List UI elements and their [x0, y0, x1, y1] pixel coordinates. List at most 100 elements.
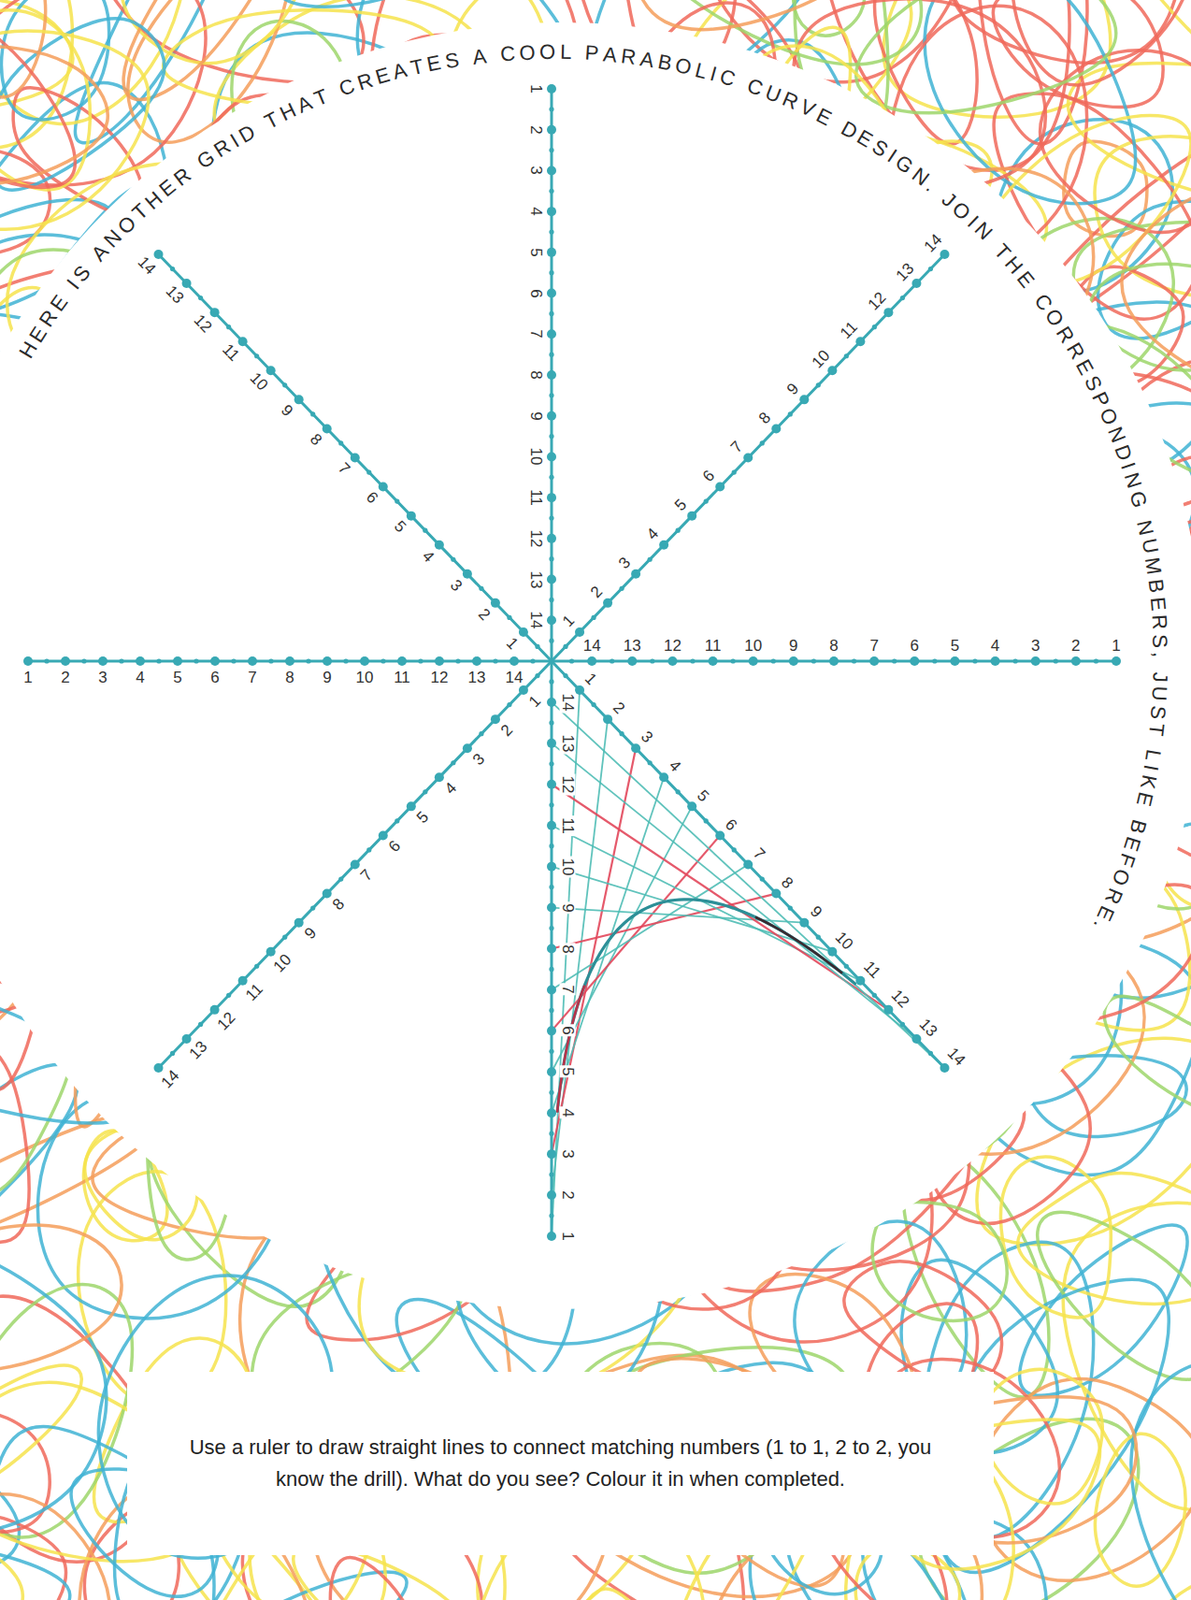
- small-dot: [548, 1090, 554, 1095]
- number-dot: [23, 656, 33, 666]
- title-letter: [1149, 661, 1171, 668]
- number-dot: [210, 1004, 220, 1015]
- small-dot: [891, 658, 897, 663]
- small-dot: [478, 731, 484, 736]
- number-dot: [154, 249, 164, 259]
- scribble-stroke: [0, 12, 75, 188]
- small-dot: [548, 392, 554, 398]
- scribble-stroke: [872, 1202, 1007, 1321]
- number-dot: [210, 307, 220, 317]
- grid-number: 11: [218, 339, 244, 365]
- number-dot: [322, 889, 332, 899]
- number-dot: [397, 656, 407, 666]
- string-line: [551, 907, 804, 923]
- grid-number: 2: [473, 603, 495, 624]
- small-dot: [310, 411, 316, 417]
- small-dot: [731, 846, 737, 852]
- grid-number: 12: [863, 287, 890, 315]
- title-letter: O: [1096, 404, 1122, 429]
- small-dot: [548, 1131, 554, 1136]
- small-dot: [450, 557, 456, 562]
- grid-number: 4: [528, 204, 545, 217]
- small-dot: [548, 433, 554, 439]
- number-dot: [659, 772, 669, 782]
- title-letter: A: [390, 59, 410, 84]
- grid-number: 3: [559, 1147, 576, 1160]
- grid-number: 4: [440, 777, 461, 798]
- grid-number: 3: [445, 574, 467, 595]
- scribble-stroke: [0, 1224, 122, 1370]
- small-dot: [811, 658, 817, 663]
- number-dot: [509, 656, 519, 666]
- number-dot: [266, 365, 276, 375]
- title-letter: S: [443, 49, 460, 72]
- grid-number: 4: [989, 637, 1002, 654]
- number-dot: [350, 453, 360, 463]
- small-dot: [310, 905, 316, 911]
- scribble-stroke: [0, 1493, 110, 1600]
- grid-number: 6: [528, 286, 545, 300]
- title-letter: U: [1137, 536, 1162, 556]
- grid-number: 12: [429, 669, 451, 686]
- grid-number: 5: [948, 637, 962, 654]
- small-dot: [771, 658, 776, 663]
- small-dot: [788, 411, 793, 417]
- grid-number: 5: [559, 1065, 576, 1078]
- grid-number: 14: [503, 669, 526, 686]
- small-dot: [548, 1048, 554, 1054]
- title-letter: A: [602, 43, 618, 66]
- number-dot: [546, 533, 557, 544]
- number-dot: [546, 1066, 557, 1077]
- number-dot: [546, 288, 557, 299]
- number-dot: [715, 482, 725, 492]
- number-dot: [378, 482, 388, 492]
- title-letter: R: [1147, 614, 1170, 631]
- grid-number: 4: [642, 523, 663, 544]
- small-dot: [417, 658, 423, 663]
- number-dot: [546, 125, 557, 135]
- grid-number: 5: [670, 494, 691, 515]
- title-letter: O: [1107, 865, 1134, 889]
- grid-number: 3: [1029, 637, 1042, 654]
- title-letter: A: [294, 92, 316, 117]
- grid-number: 3: [468, 748, 489, 769]
- grid-number: 1: [21, 669, 34, 686]
- number-dot: [743, 453, 753, 463]
- number-dot: [546, 1025, 557, 1035]
- number-dot: [546, 738, 557, 748]
- number-dot: [990, 656, 1001, 666]
- grid-number: 8: [827, 637, 840, 654]
- grid-number: 5: [528, 245, 545, 259]
- number-dot: [799, 918, 809, 928]
- scribble-stroke: [1000, 1156, 1111, 1318]
- scribble-stroke: [975, 114, 1191, 287]
- scribble-stroke: [0, 0, 109, 120]
- parabolic-curve-accent: [557, 985, 585, 1113]
- small-dot: [380, 658, 386, 663]
- grid-number: 2: [496, 719, 517, 740]
- grid-number: 5: [171, 669, 184, 686]
- number-dot: [771, 889, 781, 899]
- grid-number: 8: [528, 368, 545, 381]
- number-dot: [294, 918, 304, 928]
- grid-number: 9: [559, 901, 576, 914]
- number-dot: [172, 656, 183, 666]
- grid-number: 12: [189, 310, 216, 337]
- number-dot: [631, 743, 641, 753]
- grid-number: 6: [698, 465, 719, 486]
- title-letter: U: [1148, 685, 1171, 702]
- grid-number: 6: [208, 669, 221, 686]
- number-dot: [182, 278, 192, 288]
- grid-number: 3: [96, 669, 109, 686]
- grid-number: 9: [528, 409, 545, 422]
- title-letter: A: [471, 45, 488, 69]
- small-dot: [548, 515, 554, 520]
- number-dot: [434, 656, 445, 666]
- grid-number: 1: [528, 82, 545, 95]
- number-dot: [546, 206, 557, 216]
- title-letter: [574, 42, 582, 63]
- grid-number: 12: [213, 1007, 240, 1034]
- small-dot: [760, 875, 765, 881]
- grid-number: 12: [887, 985, 914, 1012]
- title-letter: R: [619, 45, 638, 69]
